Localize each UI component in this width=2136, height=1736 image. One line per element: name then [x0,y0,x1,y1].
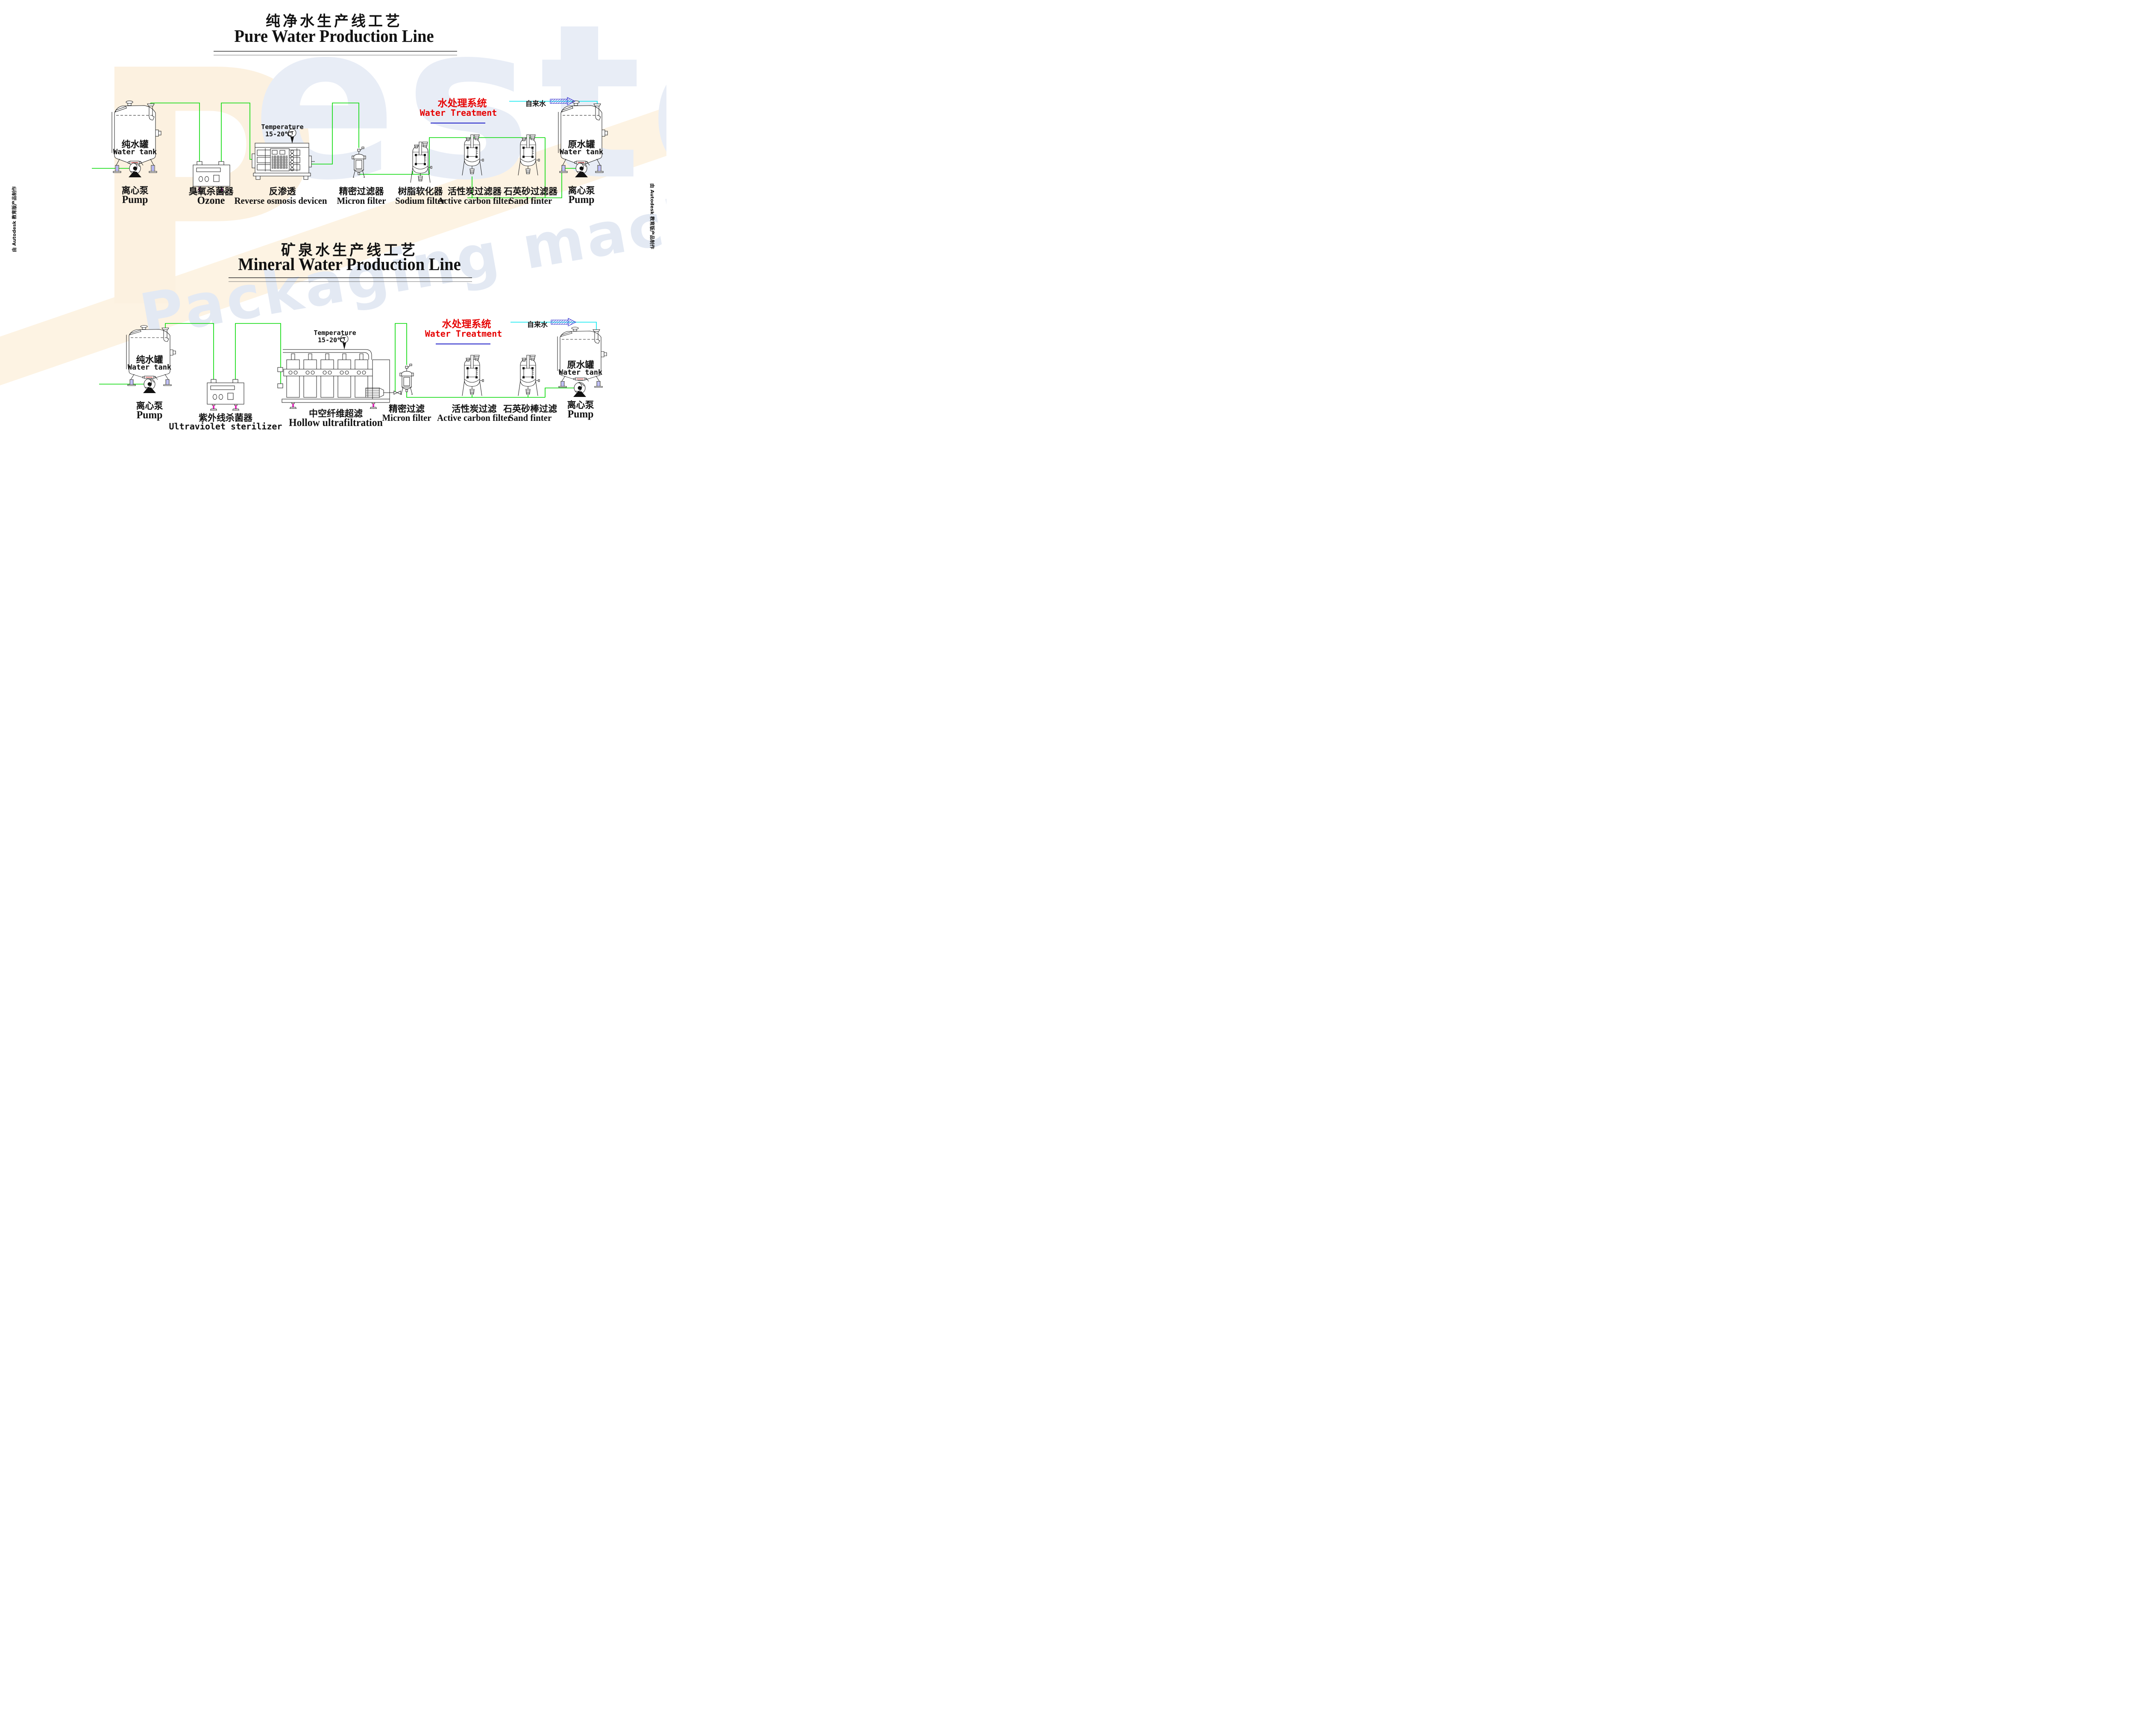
autodesk-education-note-right: 由 Autodesk 教育版产品制作 [649,183,655,249]
ro-label-en: Reverse osmosis devicen [234,195,327,206]
carbon-filter-label-en-top: Active carbon filter [437,195,512,206]
tap-water-arrow-top [550,97,575,106]
raw-tank-label-en-top: Water tank [559,148,604,156]
tap-water-arrow-bottom [551,318,576,326]
uv-sterilizer-label-zh: 紫外线杀菌器 [199,413,252,423]
carbon-filter-label-en-bottom: Active carbon filter [437,412,512,423]
pump-left-label-zh-bottom: 离心泵 [136,401,163,411]
pump-top-right [575,162,588,178]
sand-filter-bottom [518,355,540,396]
cad-process-flow-sheet: P esto Packaging machinery [0,0,666,434]
ozone-label-en: Ozone [197,195,225,206]
autodesk-education-note-left: 由 Autodesk 教育版产品制作 [12,186,17,253]
carbon-filter-label-zh-bottom: 活性炭过滤 [452,404,497,414]
pump-left-label-en-top: Pump [122,194,148,206]
pump-top-left [128,162,142,178]
micron-filter-label-en-top: Micron filter [337,195,386,206]
reverse-osmosis-device [252,143,315,180]
water-treatment-en-bottom: Water Treatment [425,329,502,339]
hollow-ultrafiltration-device [278,350,401,409]
ultraviolet-sterilizer [207,379,244,411]
micron-filter-label-zh-bottom: 精密过滤 [389,404,425,414]
pump-bottom-left [143,378,156,394]
temperature-text-bottom: Temperature [314,329,356,337]
pump-left-label-en-bottom: Pump [136,409,163,421]
temperature-value-top: 15-20℃ [265,130,292,138]
micron-filter-top [352,147,366,178]
sand-filter-label-zh-bottom: 石英砂棒过滤 [503,404,557,414]
water-treatment-zh-top: 水处理系统 [437,98,487,109]
tap-water-label-bottom: 自来水 [527,320,548,329]
uf-label-en: Hollow ultrafiltration [289,417,383,429]
sodium-filter [410,141,432,183]
raw-water-tank-top [558,101,607,173]
title-divider-mineral [229,277,472,282]
pipe-green-pure [92,103,582,198]
raw-tank-label-en-bottom: Water tank [558,368,603,377]
pump-right-label-en-bottom: Pump [567,408,594,420]
sand-filter-label-en-top: Sand finter [509,195,552,206]
active-carbon-filter-bottom [462,355,484,396]
uv-sterilizer-label-en: Ultraviolet sterilizer [169,421,282,432]
temperature-value-bottom: 15-20℃ [318,336,344,344]
pure-water-tank-top [112,101,161,173]
title-divider-pure [214,51,457,56]
water-treatment-zh-bottom: 水处理系统 [442,319,491,330]
micron-filter-label-en-bottom: Micron filter [382,412,431,423]
pump-bottom-right [573,382,587,397]
tap-water-label-top: 自来水 [525,100,546,108]
sand-filter-label-en-bottom: Sand finter [508,412,552,423]
active-carbon-filter-top [462,134,484,176]
uf-label-zh: 中空纤维超滤 [309,408,363,419]
micron-filter-bottom [399,364,414,395]
mineral-line-title-en: Mineral Water Production Line [238,254,461,274]
temperature-text-top: Temperature [261,123,304,131]
pump-right-label-en-top: Pump [568,194,595,206]
pure-line-title-en: Pure Water Production Line [234,26,434,46]
pure-tank-label-en-top: Water tank [113,148,157,156]
raw-water-tank-bottom [557,327,607,388]
pure-line-title-zh: 纯净水生产线工艺 [266,13,402,30]
pump-right-label-zh-bottom: 离心泵 [567,400,594,410]
water-treatment-en-top: Water Treatment [420,108,497,118]
pure-tank-label-en-bottom: Water tank [127,363,172,372]
sand-filter-top [518,134,540,176]
